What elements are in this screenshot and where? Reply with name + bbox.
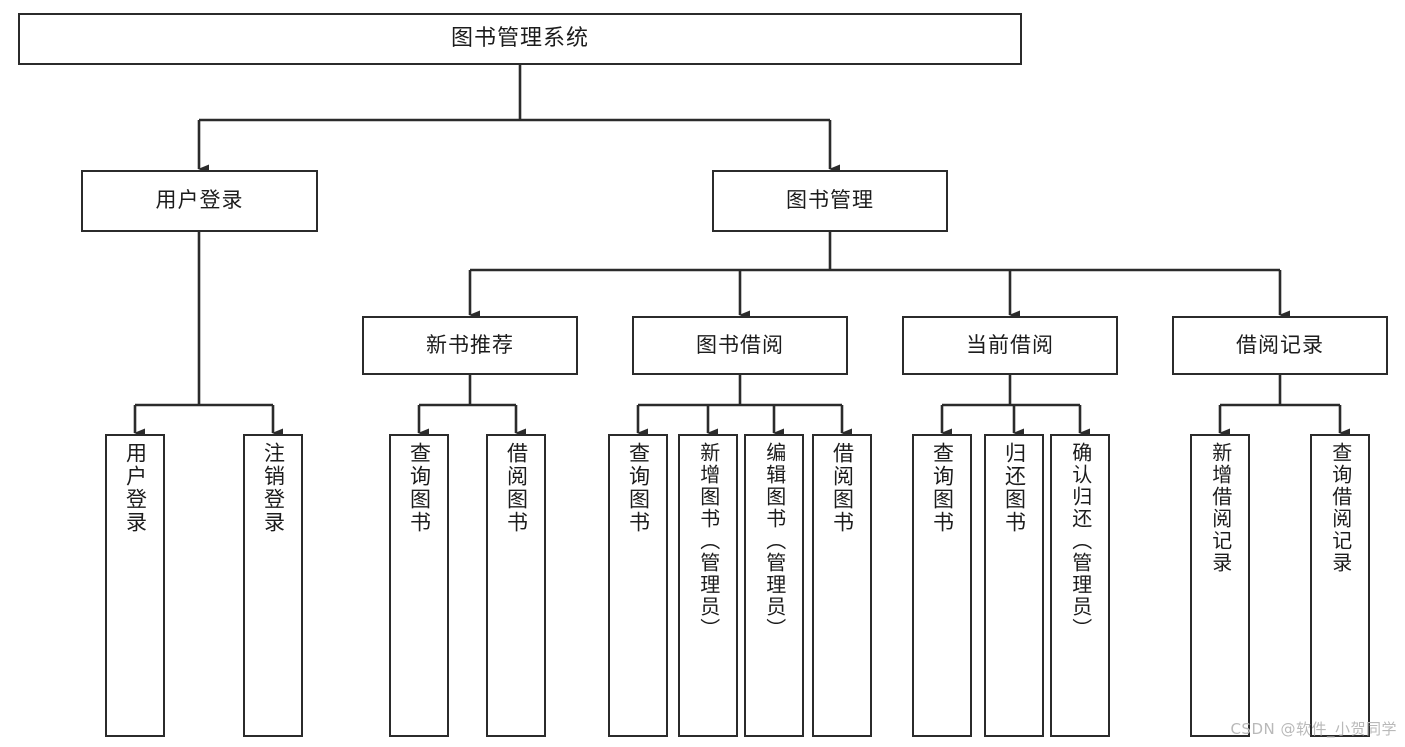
leaf-return-books[interactable]: 归还图书 bbox=[984, 434, 1044, 737]
node-root[interactable]: 图书管理系统 bbox=[18, 13, 1022, 65]
leaf-query-books-borrow[interactable]: 查询图书 bbox=[608, 434, 668, 737]
node-book-borrow[interactable]: 图书借阅 bbox=[632, 316, 848, 375]
leaf-query-books-borrow-label: 查询图书 bbox=[626, 442, 651, 534]
node-new-book-recommend-label: 新书推荐 bbox=[426, 332, 514, 357]
leaf-confirm-return-admin-label: 确认归还（管理员） bbox=[1068, 442, 1093, 640]
leaf-query-borrow-record[interactable]: 查询借阅记录 bbox=[1310, 434, 1370, 737]
node-book-management-label: 图书管理 bbox=[786, 188, 874, 213]
node-user-login-label: 用户登录 bbox=[155, 188, 244, 213]
node-borrow-records-label: 借阅记录 bbox=[1236, 332, 1324, 357]
leaf-logout[interactable]: 注销登录 bbox=[243, 434, 303, 737]
leaf-user-login-label: 用户登录 bbox=[123, 442, 148, 534]
leaf-query-books-recommend-label: 查询图书 bbox=[407, 442, 432, 534]
node-new-book-recommend[interactable]: 新书推荐 bbox=[362, 316, 578, 375]
leaf-query-books-recommend[interactable]: 查询图书 bbox=[389, 434, 449, 737]
node-current-borrow[interactable]: 当前借阅 bbox=[902, 316, 1118, 375]
leaf-edit-book-admin-label: 编辑图书（管理员） bbox=[762, 442, 787, 640]
leaf-add-book-admin[interactable]: 新增图书（管理员） bbox=[678, 434, 738, 737]
node-current-borrow-label: 当前借阅 bbox=[966, 332, 1054, 357]
node-book-borrow-label: 图书借阅 bbox=[696, 332, 784, 357]
leaf-borrow-books-recommend-label: 借阅图书 bbox=[504, 442, 529, 534]
leaf-add-borrow-record-label: 新增借阅记录 bbox=[1208, 442, 1233, 574]
leaf-confirm-return-admin[interactable]: 确认归还（管理员） bbox=[1050, 434, 1110, 737]
leaf-query-borrow-record-label: 查询借阅记录 bbox=[1328, 442, 1353, 574]
csdn-watermark: CSDN @软件_小贺同学 bbox=[1230, 720, 1397, 738]
leaf-query-books-current[interactable]: 查询图书 bbox=[912, 434, 972, 737]
leaf-borrow-books[interactable]: 借阅图书 bbox=[812, 434, 872, 737]
leaf-return-books-label: 归还图书 bbox=[1002, 442, 1027, 534]
leaf-query-books-current-label: 查询图书 bbox=[930, 442, 955, 534]
node-user-login[interactable]: 用户登录 bbox=[81, 170, 318, 232]
leaf-edit-book-admin[interactable]: 编辑图书（管理员） bbox=[744, 434, 804, 737]
edges-group bbox=[133, 65, 1350, 438]
leaf-logout-label: 注销登录 bbox=[261, 442, 286, 534]
node-borrow-records[interactable]: 借阅记录 bbox=[1172, 316, 1388, 375]
leaf-borrow-books-label: 借阅图书 bbox=[830, 442, 855, 534]
leaf-borrow-books-recommend[interactable]: 借阅图书 bbox=[486, 434, 546, 737]
node-root-label: 图书管理系统 bbox=[450, 25, 589, 51]
leaf-add-book-admin-label: 新增图书（管理员） bbox=[696, 442, 721, 640]
leaf-user-login[interactable]: 用户登录 bbox=[105, 434, 165, 737]
leaf-add-borrow-record[interactable]: 新增借阅记录 bbox=[1190, 434, 1250, 737]
node-book-management[interactable]: 图书管理 bbox=[712, 170, 948, 232]
